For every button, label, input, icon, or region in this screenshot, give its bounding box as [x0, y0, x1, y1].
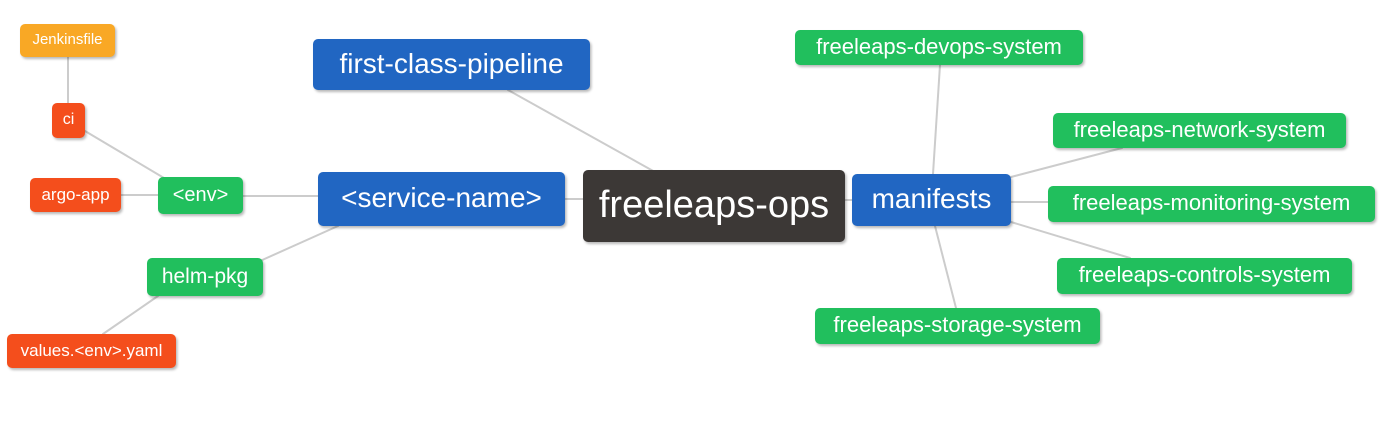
node-argo-app[interactable]: argo-app: [30, 178, 121, 212]
node-label-freeleaps-ops: freeleaps-ops: [598, 184, 830, 226]
node-label-freeleaps-monitoring-system: freeleaps-monitoring-system: [1072, 190, 1351, 215]
node-freeleaps-monitoring-system[interactable]: freeleaps-monitoring-system: [1048, 186, 1375, 222]
node-freeleaps-controls-system[interactable]: freeleaps-controls-system: [1057, 258, 1352, 294]
node-freeleaps-devops-system[interactable]: freeleaps-devops-system: [795, 30, 1083, 65]
node-label-ci: ci: [62, 110, 75, 128]
node-label-values-env-yaml: values.<env>.yaml: [20, 340, 163, 360]
edge-helm-pkg-to-values-env-yaml: [102, 295, 159, 335]
node-first-class-pipeline[interactable]: first-class-pipeline: [313, 39, 590, 90]
node-label-first-class-pipeline: first-class-pipeline: [339, 47, 564, 79]
edge-manifests-to-freeleaps-storage-system: [934, 225, 957, 309]
node-ci[interactable]: ci: [52, 103, 85, 138]
edge-first-class-pipeline-to-freeleaps-ops: [507, 89, 656, 173]
node-label-freeleaps-storage-system: freeleaps-storage-system: [833, 312, 1082, 337]
node-env[interactable]: <env>: [158, 177, 243, 214]
node-label-helm-pkg: helm-pkg: [161, 264, 249, 288]
node-jenkinsfile[interactable]: Jenkinsfile: [20, 24, 115, 57]
edge-manifests-to-freeleaps-network-system: [1010, 147, 1123, 178]
node-label-argo-app: argo-app: [41, 184, 110, 204]
node-freeleaps-ops[interactable]: freeleaps-ops: [583, 170, 845, 242]
edge-manifests-to-freeleaps-devops-system: [932, 64, 941, 175]
node-freeleaps-network-system[interactable]: freeleaps-network-system: [1053, 113, 1346, 148]
node-label-manifests: manifests: [871, 183, 992, 214]
edge-ci-to-env: [84, 130, 165, 179]
edge-manifests-to-freeleaps-controls-system: [1010, 221, 1131, 259]
node-helm-pkg[interactable]: helm-pkg: [147, 258, 263, 296]
node-values-env-yaml[interactable]: values.<env>.yaml: [7, 334, 176, 368]
node-label-env: <env>: [172, 183, 229, 206]
node-label-freeleaps-network-system: freeleaps-network-system: [1073, 116, 1326, 142]
node-freeleaps-storage-system[interactable]: freeleaps-storage-system: [815, 308, 1100, 344]
node-service-name[interactable]: <service-name>: [318, 172, 565, 226]
node-manifests[interactable]: manifests: [852, 174, 1011, 226]
edge-service-name-to-helm-pkg: [259, 225, 339, 262]
node-label-freeleaps-devops-system: freeleaps-devops-system: [816, 33, 1062, 59]
node-label-service-name: <service-name>: [341, 182, 542, 213]
node-label-freeleaps-controls-system: freeleaps-controls-system: [1078, 262, 1331, 287]
node-label-jenkinsfile: Jenkinsfile: [32, 31, 103, 48]
